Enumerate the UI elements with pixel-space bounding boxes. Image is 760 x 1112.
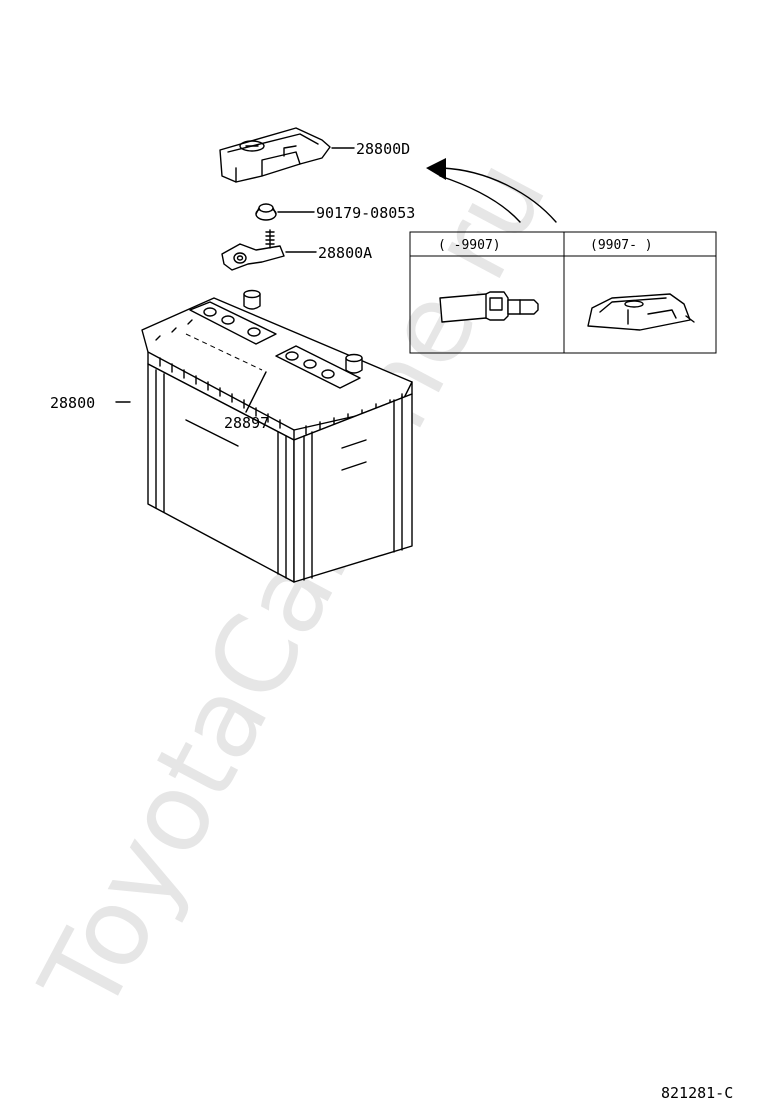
terminal-cover-part <box>219 127 331 183</box>
part-label-28800D: 28800D <box>356 140 410 158</box>
inset-col1-header: ( -9907) <box>438 238 501 253</box>
part-label-90179-08053: 90179-08053 <box>316 204 415 222</box>
battery-part <box>141 289 413 583</box>
reference-arrow <box>441 167 557 223</box>
old-type-cover-drawing <box>439 291 539 323</box>
watermark: ToyotaCarMine.ru <box>17 140 571 1033</box>
inset-col2-header: (9907- ) <box>590 238 653 253</box>
new-type-cover-drawing <box>587 293 695 331</box>
part-label-28800A: 28800A <box>318 244 372 262</box>
inset-table <box>409 231 717 354</box>
part-label-28800: 28800 <box>50 394 95 412</box>
nut-part <box>255 203 277 221</box>
diagram-code: 821281-C <box>661 1084 733 1102</box>
arrow-head <box>426 158 446 180</box>
part-label-28897: 28897 <box>224 414 269 432</box>
terminal-clamp-part <box>221 229 285 271</box>
leader-line <box>245 371 267 413</box>
